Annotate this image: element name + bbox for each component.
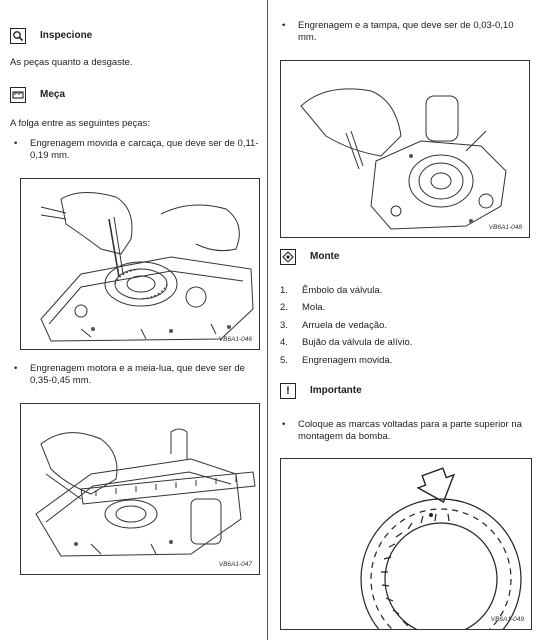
- measure-title: Meça: [40, 89, 66, 100]
- list-item: 4. Bujão da válvula de alívio.: [280, 335, 520, 353]
- figure-gear-cover-clearance: VB6A1-048: [280, 60, 530, 238]
- bullet-marker: •: [14, 138, 18, 149]
- step-text: Arruela de vedação.: [302, 319, 388, 331]
- step-number: 4.: [280, 337, 288, 349]
- figure-code: VB6A1-049: [490, 616, 524, 623]
- bullet-driven-gear: • Engrenagem movida e carcaça, que deve …: [10, 138, 262, 162]
- figure-code: VB6A1-048: [488, 224, 522, 231]
- assemble-title: Monte: [310, 251, 340, 262]
- step-number: 3.: [280, 319, 288, 331]
- exclamation-icon: !: [280, 383, 296, 399]
- important-heading: ! Importante: [280, 383, 362, 399]
- step-text: Bujão da válvula de alívio.: [302, 337, 413, 349]
- illustration-gear-cover: [300, 88, 507, 230]
- bullet-marker: •: [282, 20, 286, 31]
- step-number: 5.: [280, 354, 288, 366]
- bullet-text: Engrenagem motora e a meia-lua, que deve…: [30, 363, 245, 386]
- bullet-marks-up: • Coloque as marcas voltadas para a part…: [278, 419, 528, 443]
- list-item: 1. Êmbolo da válvula.: [280, 282, 520, 300]
- bullet-text: Engrenagem e a tampa, que deve ser de 0,…: [298, 20, 514, 43]
- illustration-gear-mark-arrow: [360, 467, 522, 629]
- measure-heading: Meça: [10, 87, 65, 103]
- assemble-icon: [280, 249, 296, 265]
- figure-gear-marks: VB6A1-049: [280, 458, 532, 630]
- figure-drive-gear-clearance: VB6A1-047: [20, 403, 260, 575]
- illustration-straightedge-gauge: [35, 428, 256, 557]
- bullet-drive-gear: • Engrenagem motora e a meia-lua, que de…: [10, 363, 262, 387]
- bullet-marker: •: [14, 363, 18, 374]
- figure-code: VB6A1-046: [218, 336, 252, 343]
- measure-icon: [10, 87, 26, 103]
- list-item: 2. Mola.: [280, 300, 520, 318]
- bullet-gear-cover: • Engrenagem e a tampa, que deve ser de …: [278, 20, 528, 44]
- assemble-heading: Monte: [280, 249, 339, 265]
- measure-intro: A folga entre as seguintes peças:: [10, 118, 150, 129]
- list-item: 5. Engrenagem movida.: [280, 352, 520, 370]
- column-divider: [267, 0, 268, 640]
- important-title: Importante: [310, 385, 362, 396]
- inspect-text: As peças quanto a desgaste.: [10, 57, 133, 68]
- inspection-icon: [10, 28, 26, 44]
- list-item: 3. Arruela de vedação.: [280, 317, 520, 335]
- figure-driven-gear-clearance: VB6A1-046: [20, 178, 260, 350]
- step-text: Êmbolo da válvula.: [302, 284, 383, 296]
- step-number: 2.: [280, 302, 288, 314]
- figure-code: VB6A1-047: [218, 561, 252, 568]
- inspect-heading: Inspecione: [10, 28, 92, 44]
- bullet-marker: •: [282, 419, 286, 430]
- assembly-steps-list: 1. Êmbolo da válvula. 2. Mola. 3. Arruela d…: [280, 282, 520, 370]
- step-text: Mola.: [302, 302, 326, 314]
- inspect-title: Inspecione: [40, 30, 93, 41]
- illustration-feeler-gauge-housing: [40, 192, 254, 342]
- bullet-text: Coloque as marcas voltadas para a parte …: [298, 419, 522, 442]
- step-number: 1.: [280, 284, 288, 296]
- step-text: Engrenagem movida.: [302, 354, 393, 366]
- bullet-text: Engrenagem movida e carcaça, que deve se…: [30, 138, 259, 161]
